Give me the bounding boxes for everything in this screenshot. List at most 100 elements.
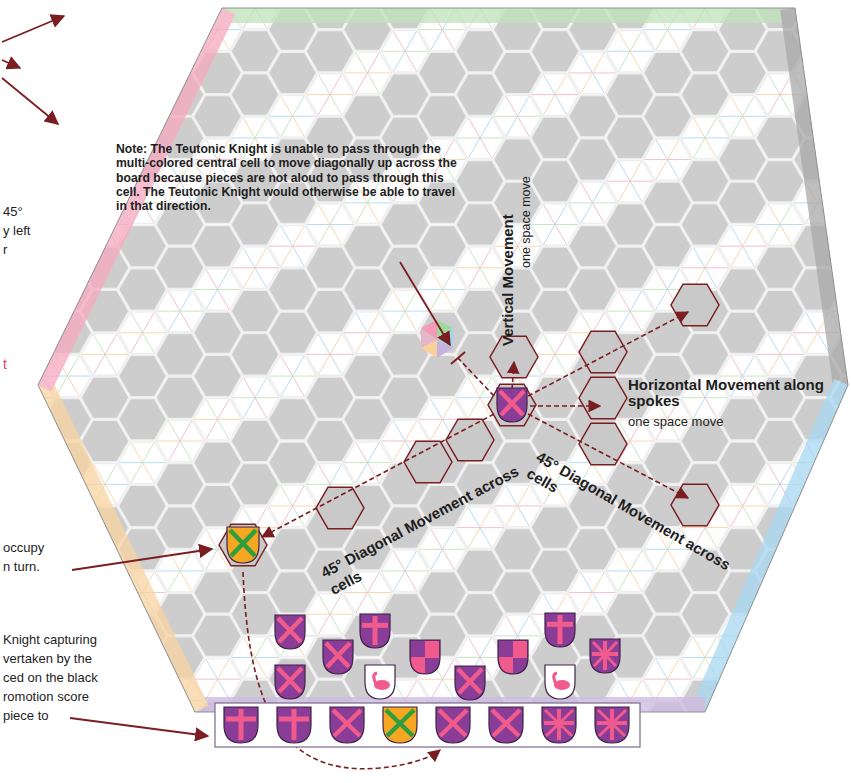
cell-spoke	[45, 246, 91, 247]
cell-spoke	[94, 75, 117, 115]
cell-spoke	[769, 724, 792, 764]
cell-spoke	[19, 767, 42, 783]
cell-spoke	[281, 746, 304, 783]
cell-spoke	[806, 703, 829, 743]
cell-spoke	[769, 75, 792, 115]
cell-spoke	[656, 140, 679, 180]
cell-spoke	[769, 724, 792, 764]
board-cell	[494, 745, 542, 783]
cell-spoke	[469, 767, 492, 783]
board-cell	[6, 160, 54, 202]
cell-spoke	[169, 291, 192, 331]
cell-spoke	[832, 570, 851, 571]
shield-cross	[279, 717, 309, 722]
cell-spoke	[731, 96, 754, 136]
shield-piece	[497, 388, 527, 422]
cell-spoke	[656, 659, 679, 699]
cell-spoke	[619, 551, 642, 591]
caption-fragment: t	[3, 356, 7, 373]
cell-spoke	[581, 53, 604, 93]
caption-fragment: n turn.	[3, 559, 40, 575]
board-cell	[44, 0, 92, 7]
board-cell	[44, 745, 92, 783]
cell-spoke	[619, 291, 642, 331]
shield-body	[383, 707, 417, 743]
cell-spoke	[56, 226, 79, 266]
cell-spoke	[769, 594, 792, 634]
cell-spoke	[844, 291, 851, 331]
hex-grid	[6, 0, 851, 783]
board-cell	[794, 702, 842, 744]
cell-spoke	[806, 703, 829, 743]
board-border-bands	[38, 8, 848, 712]
board-cell	[6, 247, 54, 289]
cell-spoke	[56, 746, 79, 783]
promotion-bar	[215, 703, 640, 747]
cell-spoke	[619, 31, 642, 71]
cell-spoke	[506, 0, 529, 6]
cell-spoke	[469, 378, 492, 418]
board-cell	[531, 767, 579, 783]
shield-piece	[545, 613, 575, 647]
board-cell	[794, 529, 842, 571]
board-cell	[156, 0, 204, 29]
cell-spoke	[131, 53, 154, 93]
shield-quarter	[499, 657, 513, 673]
board-cell	[194, 0, 242, 7]
cell-spoke	[94, 724, 117, 764]
cell-spoke	[769, 334, 792, 374]
board-cell	[81, 767, 129, 783]
leader-line	[2, 60, 20, 68]
cell-spoke	[356, 313, 379, 353]
cell-spoke	[469, 767, 492, 783]
cell-spoke	[281, 746, 304, 783]
board-cell	[44, 529, 92, 571]
board-cell	[831, 767, 851, 783]
shield-piece	[595, 707, 629, 743]
board-cell	[419, 745, 467, 783]
cell-spoke	[694, 767, 717, 783]
cell-spoke	[169, 31, 192, 71]
board-cell	[6, 117, 54, 159]
shield-body	[365, 665, 395, 699]
cell-spoke	[82, 94, 128, 95]
shield-cross	[544, 721, 574, 725]
cell-spoke	[581, 183, 604, 223]
cell-spoke	[206, 270, 229, 310]
cell-spoke	[506, 96, 529, 136]
board-cell	[644, 745, 692, 783]
cell-spoke	[694, 248, 717, 288]
cell-spoke	[731, 226, 754, 266]
shield-piece	[360, 614, 390, 648]
shield-body	[275, 615, 305, 649]
caption-fragment: r	[3, 242, 7, 258]
shield-piece	[498, 640, 528, 674]
cell-spoke	[281, 0, 304, 6]
board-cell	[269, 0, 317, 7]
cell-spoke	[206, 399, 229, 439]
board-cell	[44, 52, 92, 93]
cell-spoke	[495, 765, 541, 766]
cell-spoke	[56, 0, 79, 6]
cell-spoke	[94, 724, 117, 764]
cell-spoke	[131, 703, 154, 743]
cell-spoke	[506, 746, 529, 783]
shield-body	[275, 665, 305, 699]
shield-piece	[330, 707, 364, 743]
shield-piece	[275, 615, 305, 649]
move-cell	[488, 384, 536, 426]
cell-spoke	[769, 205, 792, 245]
leader-lines	[2, 16, 450, 736]
note-text: Note: The Teutonic Knight is unable to p…	[116, 142, 466, 213]
cell-spoke	[319, 334, 342, 374]
cell-spoke	[94, 75, 117, 115]
shield-body	[436, 707, 470, 743]
cell-spoke	[19, 378, 42, 418]
cell-spoke	[731, 746, 754, 783]
movement-label: Horizontal Movement along spokes	[628, 377, 848, 409]
cell-spoke	[7, 137, 53, 138]
shield-swan	[554, 673, 557, 684]
shield-piece	[365, 665, 395, 699]
shield-cross	[373, 616, 378, 645]
cell-spoke	[544, 75, 567, 115]
